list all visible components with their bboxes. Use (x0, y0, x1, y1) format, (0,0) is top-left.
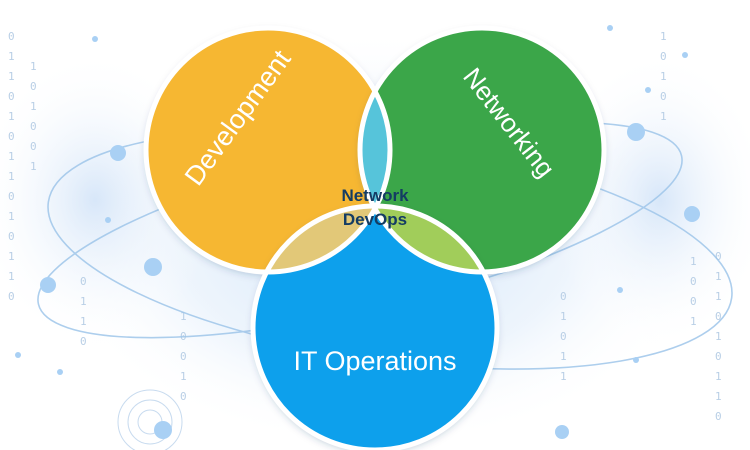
svg-text:1: 1 (715, 330, 722, 343)
svg-text:1: 1 (715, 370, 722, 383)
svg-text:1: 1 (690, 255, 697, 268)
it-operations-circle (253, 206, 497, 450)
networking-circle (360, 28, 604, 272)
svg-text:0: 0 (8, 290, 15, 303)
svg-text:1: 1 (715, 270, 722, 283)
venn-circles (143, 25, 607, 450)
center-label-line2: DevOps (343, 210, 407, 229)
svg-text:0: 0 (560, 330, 567, 343)
svg-text:0: 0 (660, 90, 667, 103)
svg-text:0: 0 (660, 50, 667, 63)
svg-text:1: 1 (560, 350, 567, 363)
svg-text:0: 0 (8, 190, 15, 203)
svg-text:0: 0 (180, 390, 187, 403)
svg-text:1: 1 (715, 390, 722, 403)
svg-text:0: 0 (690, 275, 697, 288)
svg-text:0: 0 (30, 140, 37, 153)
svg-text:1: 1 (180, 370, 187, 383)
development-circle (146, 28, 390, 272)
svg-text:1: 1 (560, 310, 567, 323)
svg-text:1: 1 (8, 250, 15, 263)
it-operations-label: IT Operations (293, 346, 456, 376)
svg-text:1: 1 (8, 150, 15, 163)
svg-text:1: 1 (8, 110, 15, 123)
svg-text:0: 0 (80, 335, 87, 348)
svg-text:0: 0 (690, 295, 697, 308)
target-rings-decoration (117, 389, 183, 450)
svg-text:0: 0 (30, 80, 37, 93)
center-label-line1: Network (341, 186, 409, 205)
svg-text:1: 1 (8, 170, 15, 183)
svg-text:0: 0 (715, 350, 722, 363)
svg-text:1: 1 (30, 60, 37, 73)
svg-text:1: 1 (8, 50, 15, 63)
svg-text:0: 0 (80, 275, 87, 288)
svg-text:0: 0 (715, 310, 722, 323)
svg-text:1: 1 (80, 315, 87, 328)
svg-text:0: 0 (180, 350, 187, 363)
svg-text:0: 0 (8, 90, 15, 103)
svg-text:1: 1 (660, 70, 667, 83)
svg-text:1: 1 (560, 370, 567, 383)
svg-text:0: 0 (8, 230, 15, 243)
svg-text:1: 1 (180, 310, 187, 323)
svg-text:1: 1 (30, 160, 37, 173)
svg-text:0: 0 (715, 410, 722, 423)
svg-text:1: 1 (8, 270, 15, 283)
svg-text:0: 0 (30, 120, 37, 133)
svg-text:1: 1 (690, 315, 697, 328)
svg-text:0: 0 (560, 290, 567, 303)
svg-text:0: 0 (715, 250, 722, 263)
svg-text:1: 1 (80, 295, 87, 308)
svg-text:1: 1 (660, 110, 667, 123)
svg-text:1: 1 (8, 70, 15, 83)
svg-text:1: 1 (30, 100, 37, 113)
svg-text:1: 1 (8, 210, 15, 223)
orbit-nodes (15, 25, 700, 439)
svg-text:0: 0 (8, 130, 15, 143)
svg-text:1: 1 (715, 290, 722, 303)
svg-text:0: 0 (8, 30, 15, 43)
svg-text:1: 1 (660, 30, 667, 43)
